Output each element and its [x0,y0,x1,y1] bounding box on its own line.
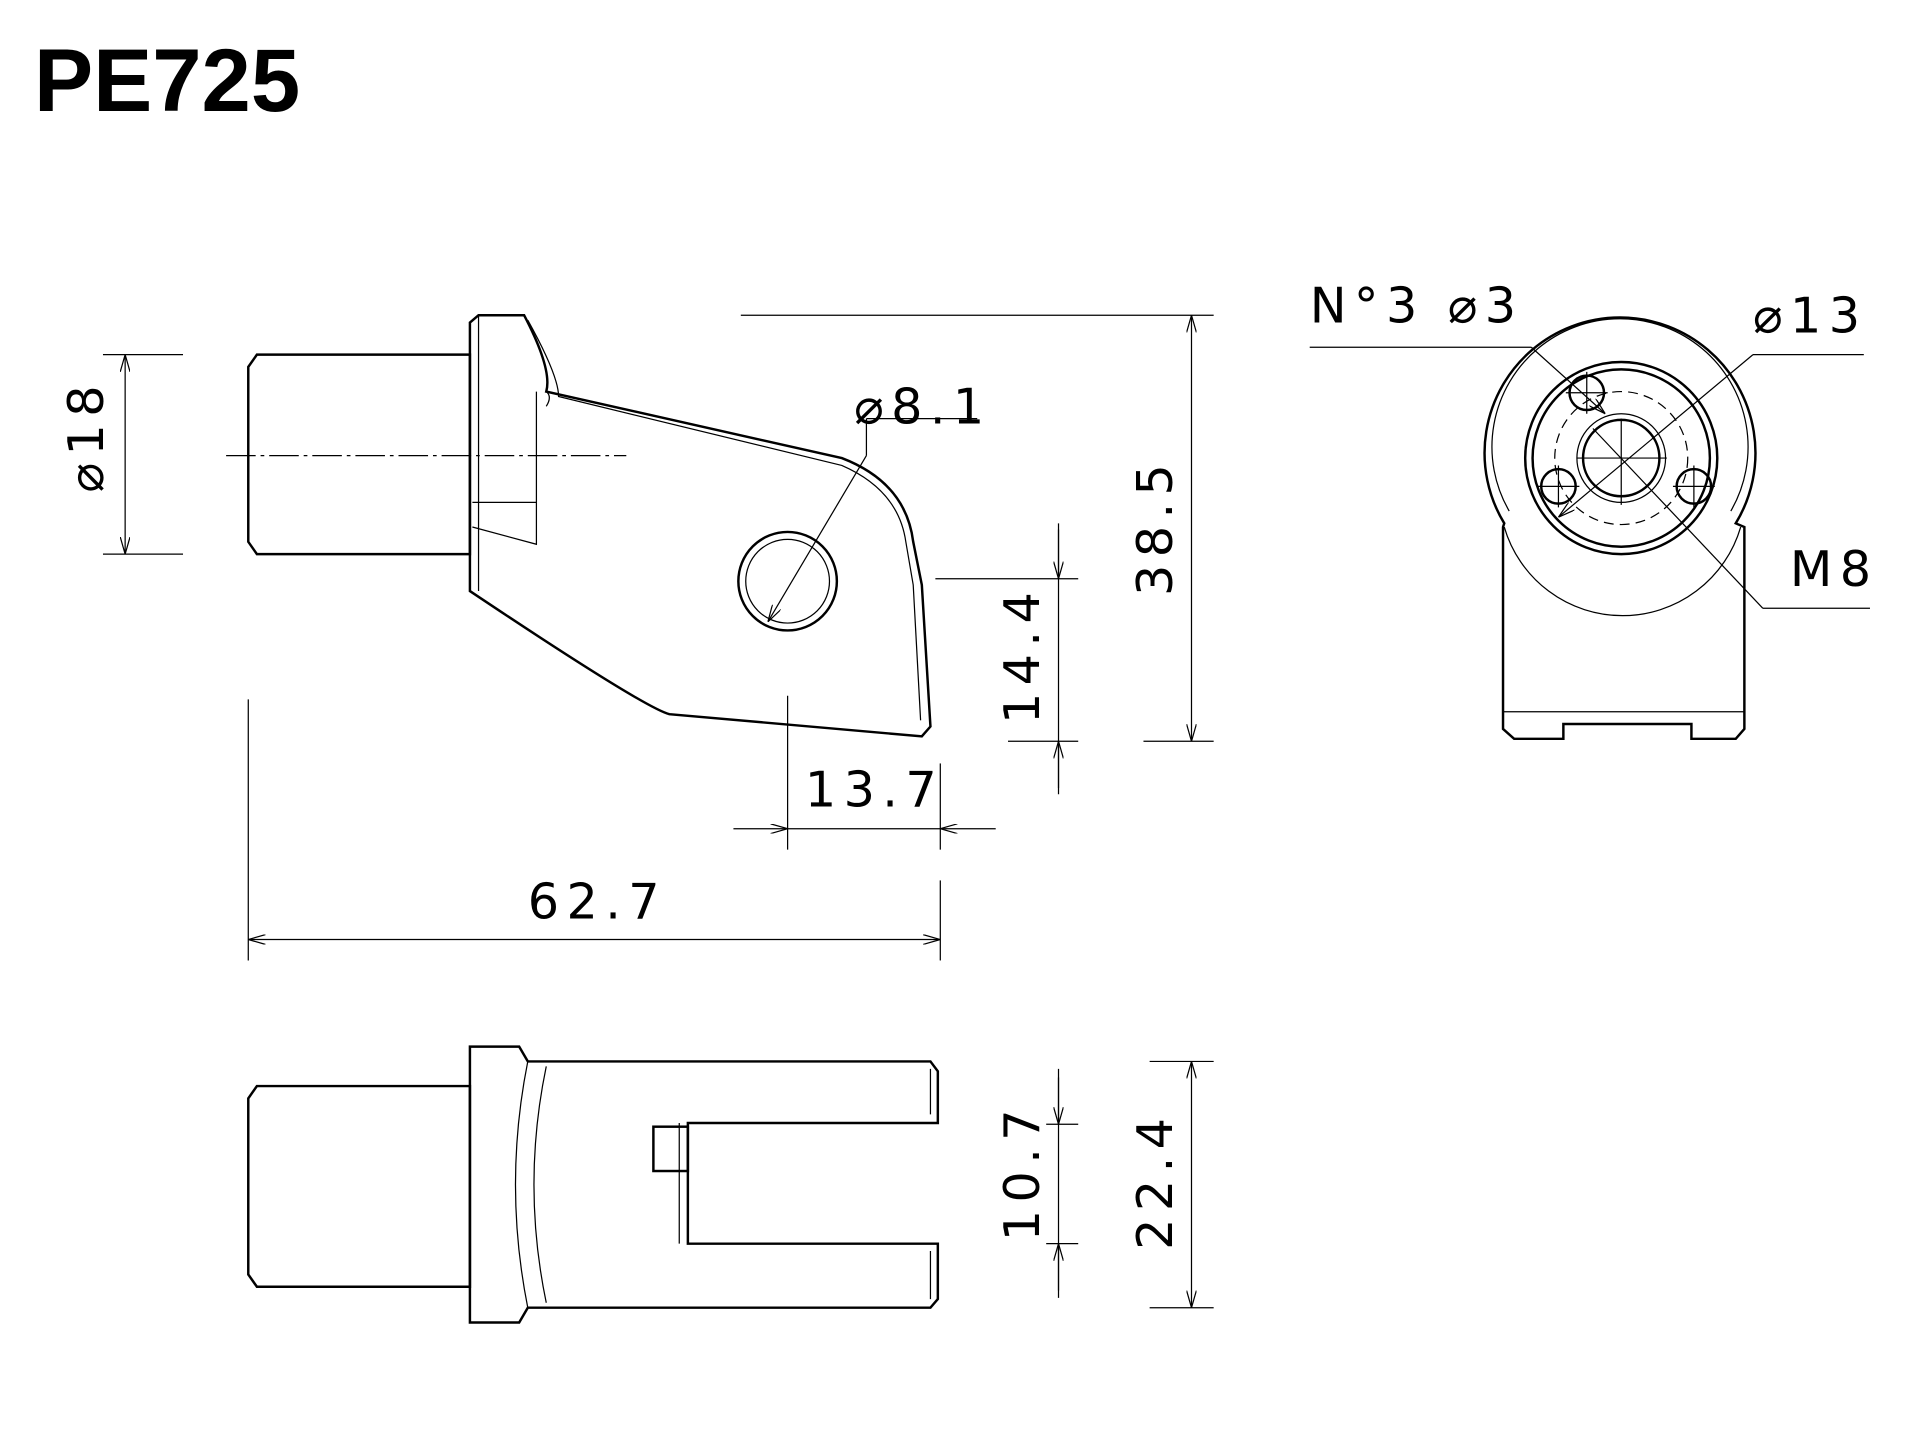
hole-height-dim: 14.4 [993,585,1051,724]
side-view: ⌀18 ⌀8.1 38.5 14.4 13.7 62.7 [57,313,1214,961]
front-view: N°3 ⌀3 ⌀13 M8 [1310,277,1879,741]
pin-diameter-dim: ⌀18 [57,378,115,492]
hole-diameter-dim: ⌀8.1 [854,378,992,436]
thread-dim: M8 [1790,540,1879,598]
height-dim: 38.5 [1126,457,1184,596]
width-dim: 22.4 [1126,1111,1184,1250]
bottom-view: 10.7 22.4 [247,1045,1214,1324]
bolt-circle-dim: ⌀13 [1753,286,1867,344]
part-number-title: PE725 [34,31,300,130]
length-dim: 62.7 [528,873,667,931]
slot-width-dim: 10.7 [993,1102,1051,1241]
hole-offset-dim: 13.7 [805,761,944,819]
holes-note-dim: N°3 ⌀3 [1310,277,1524,335]
